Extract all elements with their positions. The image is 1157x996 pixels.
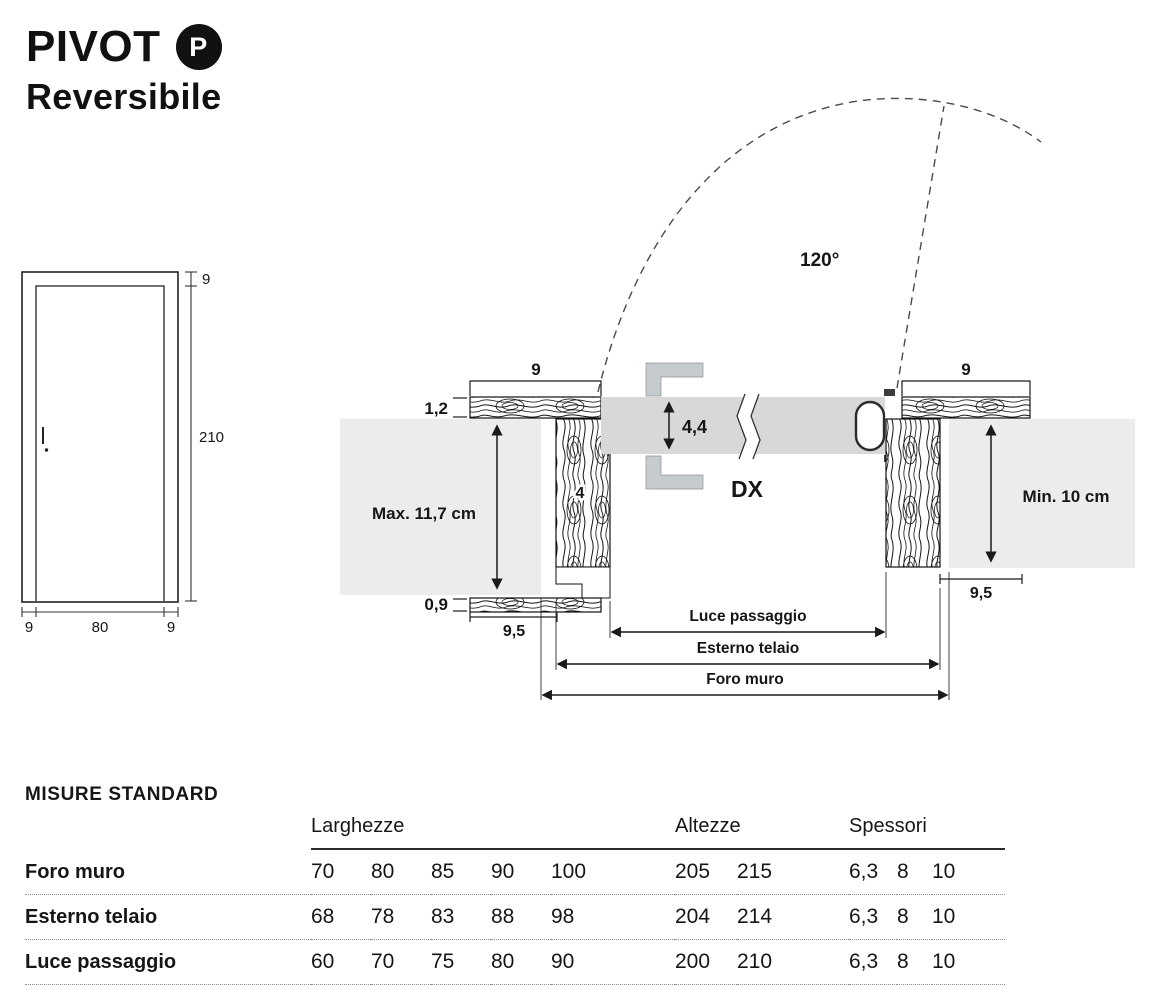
pivot-bracket-top [645,362,704,397]
left-top-beam [469,396,602,419]
min-wall-label: Min. 10 cm [1023,487,1110,506]
right-wall [949,419,1135,568]
swing-arc [597,97,1042,393]
door-handle-icon [42,427,49,452]
elevation-frame [21,271,179,603]
left-wall [340,419,541,595]
table-cell: 10 [932,895,1005,940]
table-cell: 204 [675,895,737,940]
table-cell: 6,3 [849,850,897,895]
pivot-hinge [854,400,886,452]
table-cell: 6,3 [849,940,897,985]
table-cell: 8 [897,895,932,940]
col-header-spessori: Spessori [849,808,1005,850]
pivot-badge-letter: P [189,31,208,62]
pivot-bracket-bottom [645,455,704,490]
elevation-top-dim: 9 [202,271,210,288]
table-cell: 210 [737,940,849,985]
table-cell: 8 [897,940,932,985]
product-title: PIVOT [26,22,161,71]
table-cell: 214 [737,895,849,940]
row-label: Esterno telaio [25,895,311,940]
door-plan-section: 120° Max. 11,7 cm 9 1,2 0,9 9,5 4 [340,97,1135,701]
break-symbol [737,394,760,459]
frame-inner-dim: 4 [576,485,585,502]
brand-block: PIVOT P Reversibile [26,24,222,115]
row-label: Foro muro [25,850,311,895]
table-cell: 80 [371,850,431,895]
table-cell: 75 [431,940,491,985]
table-cell: 90 [491,850,551,895]
product-subtitle: Reversibile [26,76,222,117]
table-title: MISURE STANDARD [25,784,219,805]
elevation-leaf [35,285,165,601]
open-door-line [896,105,945,389]
table-cell: 205 [675,850,737,895]
left-depth-dim: 9,5 [503,623,525,640]
elevation-height-dim: 210 [199,429,224,446]
right-top-beam [901,396,1031,419]
table-cell: 60 [311,940,371,985]
table-cell: 98 [551,895,675,940]
table-cell: 68 [311,895,371,940]
door-thickness-dim: 4,4 [682,417,707,437]
header-spacer [25,808,311,850]
row-label: Luce passaggio [25,940,311,985]
esterno-telaio-label: Esterno telaio [697,640,800,657]
left-frame-width-dim: 9 [531,360,540,379]
table-cell: 10 [932,850,1005,895]
right-frame-width-dim: 9 [961,360,970,379]
table-cell: 6,3 [849,895,897,940]
foro-muro-label: Foro muro [706,671,784,688]
top-thickness-dim: 1,2 [424,399,448,418]
right-depth-dim: 9,5 [970,585,992,602]
brand-line: PIVOT P [26,24,222,70]
luce-passaggio-label: Luce passaggio [689,608,806,625]
right-jamb [885,418,941,568]
table-cell: 90 [551,940,675,985]
table-cell: 200 [675,940,737,985]
table-cell: 85 [431,850,491,895]
elevation-bottom-left-dim: 9 [25,619,33,636]
left-bottom-beam [469,597,602,613]
table-cell: 88 [491,895,551,940]
col-header-altezze: Altezze [675,808,849,850]
col-header-larghezze: Larghezze [311,808,675,850]
table-cell: 70 [311,850,371,895]
elevation-bottom-right-dim: 9 [167,619,175,636]
pivot-badge: P [175,24,222,70]
table-cell: 78 [371,895,431,940]
table-cell: 100 [551,850,675,895]
left-jamb-profile [555,566,611,599]
bottom-thickness-dim: 0,9 [424,595,448,614]
table-cell: 70 [371,940,431,985]
table-cell: 80 [491,940,551,985]
misure-standard-section: MISURE STANDARD Larghezze Altezze Spesso… [25,784,1005,985]
swing-angle-label: 120° [800,250,839,271]
table-cell: 215 [737,850,849,895]
misure-table: Larghezze Altezze Spessori Foro muro 70 … [25,808,1005,985]
table-cell: 83 [431,895,491,940]
stop-profile-top [884,389,895,396]
elevation-bottom-center-dim: 80 [92,619,109,636]
max-wall-label: Max. 11,7 cm [372,504,476,523]
technical-drawing: 9 210 9 80 9 120° Max. 11,7 cm [21,97,1135,701]
table-cell: 8 [897,850,932,895]
hand-label: DX [731,476,764,502]
table-cell: 10 [932,940,1005,985]
door-elevation: 9 210 9 80 9 [21,271,227,636]
extension-lines [540,572,950,700]
